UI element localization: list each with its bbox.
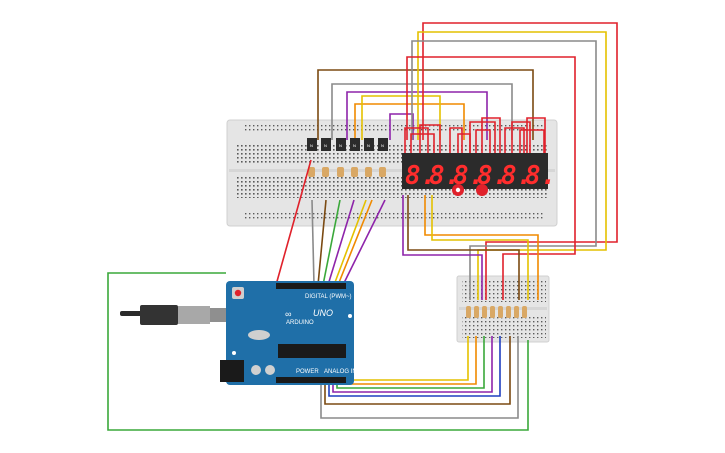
svg-text:POWER: POWER <box>296 369 319 375</box>
wire-red-loop <box>422 22 618 300</box>
ground-wire <box>107 272 529 431</box>
transistor-wires <box>317 69 534 140</box>
digit-5: 8. <box>501 161 532 191</box>
svg-text:N: N <box>381 143 384 148</box>
resistor-row-main[interactable] <box>308 167 386 177</box>
digit-1: 8. <box>405 161 436 191</box>
arduino-signal-wires <box>275 159 386 286</box>
display-jumpers <box>404 117 546 153</box>
usb-cable[interactable] <box>120 305 232 325</box>
digital-header <box>276 283 346 289</box>
svg-text:DIGITAL (PWM~): DIGITAL (PWM~) <box>305 294 352 300</box>
transistor-row[interactable]: N N N N N N <box>307 138 388 151</box>
wire-brown-loop <box>407 195 520 300</box>
wire-red-5v <box>275 159 312 286</box>
transistor-1: N <box>307 138 317 151</box>
svg-text:N: N <box>324 143 327 148</box>
transistor-2: N <box>321 138 331 151</box>
resistor-row-small[interactable] <box>466 306 527 318</box>
seven-segment-display[interactable]: 8. 8. 8. 8. 8. 8. <box>402 153 556 191</box>
transistor-3: N <box>336 138 346 151</box>
transistor-6: N <box>378 138 388 151</box>
wire-yellow-loop2 <box>431 195 529 300</box>
uno-label: UNO <box>313 308 333 318</box>
wire-red-loop2 <box>406 56 576 300</box>
arduino-uno-board[interactable]: DIGITAL (PWM~) ∞ UNO ARDUINO POWER ANALO… <box>220 281 357 385</box>
transistor-5: N <box>364 138 374 151</box>
arduino-logo: ∞ <box>285 309 291 319</box>
svg-text:N: N <box>353 143 356 148</box>
arduino-brand: ARDUINO <box>286 320 314 326</box>
digit-6: 8. <box>525 161 556 191</box>
wire-purple-top2 <box>389 113 414 140</box>
display-loop-wires <box>402 22 618 300</box>
wire-brown-top <box>317 69 534 140</box>
wire-yellow-loop <box>417 31 607 300</box>
wire-yellow-top <box>361 95 441 140</box>
wire-gray-top <box>331 83 513 140</box>
svg-text:N: N <box>367 143 370 148</box>
wire-orange-loop <box>424 195 539 300</box>
wire-purple-top <box>346 91 488 140</box>
svg-text:ANALOG IN: ANALOG IN <box>324 369 357 375</box>
wire-orange-top <box>354 103 465 140</box>
wire-end-markers[interactable] <box>452 184 488 196</box>
transistor-4: N <box>350 138 360 151</box>
microcontroller <box>278 344 346 358</box>
wire-purple-loop <box>402 195 483 300</box>
svg-text:N: N <box>310 143 313 148</box>
svg-text:N: N <box>339 143 342 148</box>
